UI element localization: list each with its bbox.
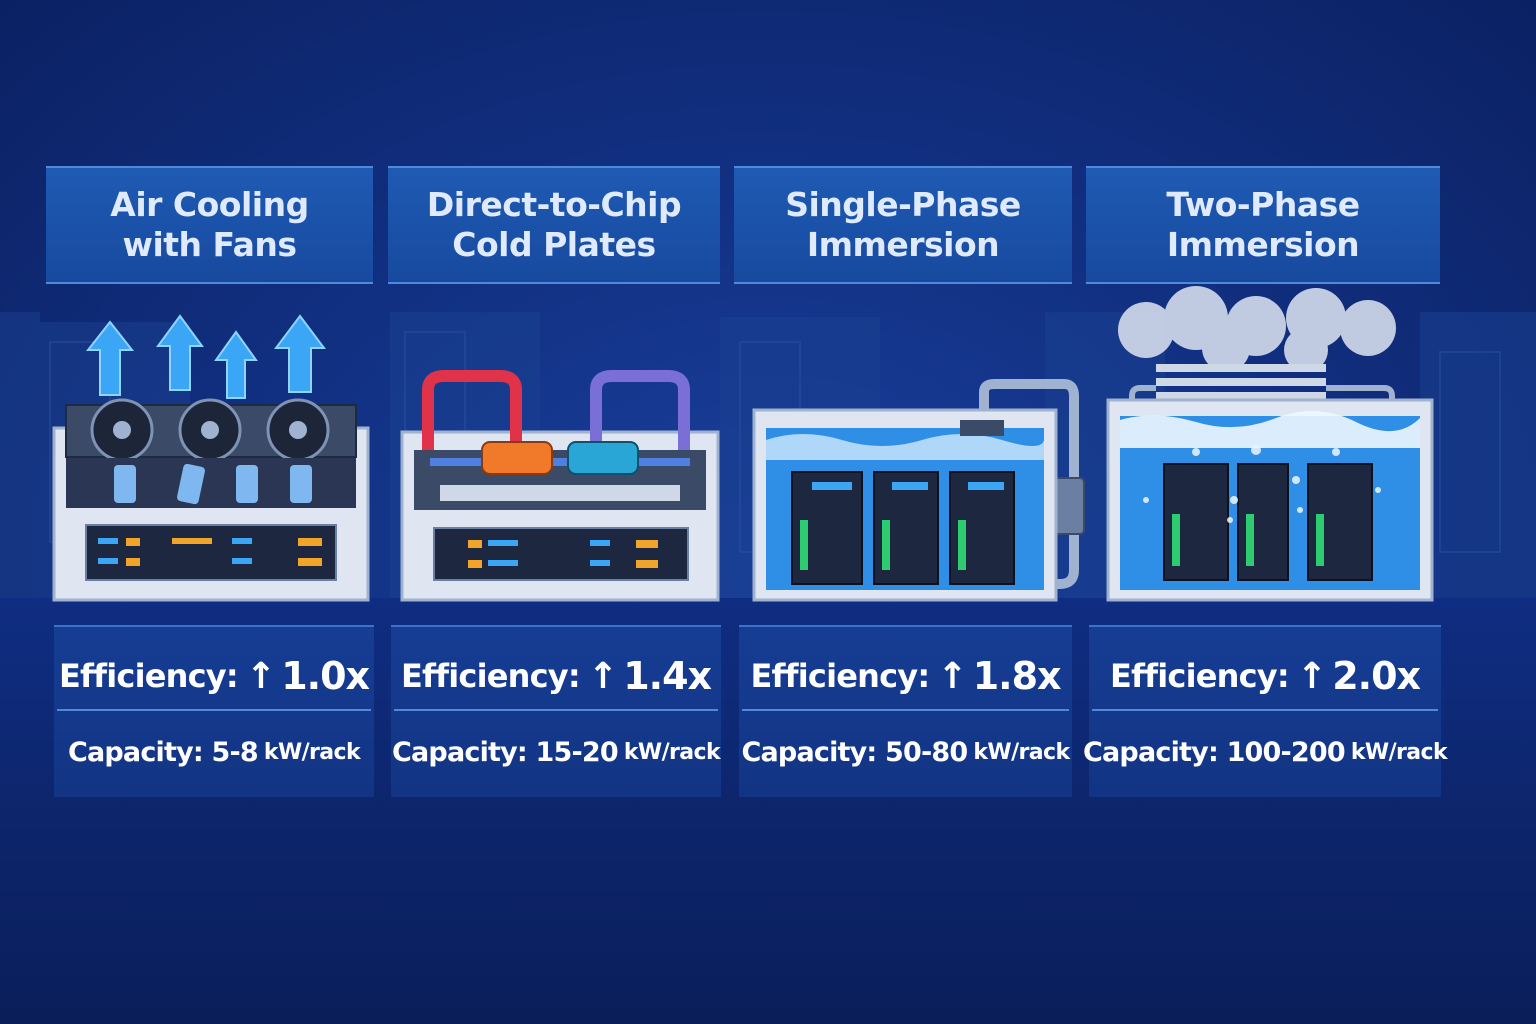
capacity-label: Capacity: [1083, 736, 1219, 768]
cold-plate-icon [481, 441, 639, 475]
efficiency-label: Efficiency: [1109, 657, 1290, 695]
cold-plate-illustration [400, 300, 720, 610]
capacity-unit: kW/rack [1350, 739, 1448, 765]
method-title-direct-to-chip: Direct-to-Chip Cold Plates [388, 166, 720, 284]
capacity-label: Capacity: [391, 736, 528, 768]
efficiency-row: Efficiency: ↑ 1.4x [391, 645, 721, 707]
single-phase-illustration [752, 300, 1097, 610]
capacity-label: Capacity: [67, 736, 204, 768]
capacity-value: 15-20 [535, 736, 619, 768]
capacity-value: 50-80 [885, 736, 968, 768]
server-blade-icon [791, 471, 1015, 585]
efficiency-row: Efficiency: ↑ 1.8x [739, 645, 1072, 707]
air-cooling-illustration [52, 300, 370, 610]
efficiency-value: 1.0x [281, 654, 370, 698]
fan-icon [90, 398, 330, 462]
coolant-pipe-icon [979, 379, 1079, 589]
up-arrow-icon: ↑ [1296, 655, 1327, 697]
method-title-two-phase: Two-Phase Immersion [1086, 166, 1440, 284]
capacity-unit: kW/rack [263, 739, 361, 765]
coolant-pipe-icon [422, 370, 690, 456]
divider [394, 709, 718, 711]
efficiency-label: Efficiency: [750, 657, 930, 695]
capacity-value: 100-200 [1226, 736, 1346, 768]
efficiency-row: Efficiency: ↑ 2.0x [1089, 645, 1441, 707]
efficiency-label: Efficiency: [58, 657, 239, 695]
efficiency-label: Efficiency: [400, 657, 581, 695]
divider [57, 709, 371, 711]
divider [742, 709, 1069, 711]
method-title-single-phase: Single-Phase Immersion [734, 166, 1072, 284]
up-arrow-icon: ↑ [937, 655, 967, 697]
server-blade-icon [1163, 463, 1373, 581]
capacity-label: Capacity: [741, 736, 877, 768]
vapor-cloud-icon [1118, 286, 1396, 372]
capacity-unit: kW/rack [623, 739, 721, 765]
efficiency-value: 2.0x [1332, 654, 1421, 698]
up-arrow-icon: ↑ [587, 655, 618, 697]
efficiency-value: 1.4x [623, 654, 712, 698]
efficiency-value: 1.8x [972, 654, 1062, 698]
divider [1092, 709, 1438, 711]
two-phase-illustration [1106, 286, 1434, 610]
up-arrow-icon: ↑ [245, 655, 276, 697]
method-title-air-cooling: Air Cooling with Fans [46, 166, 373, 284]
capacity-value: 5-8 [211, 736, 259, 768]
efficiency-row: Efficiency: ↑ 1.0x [54, 645, 374, 707]
capacity-unit: kW/rack [973, 739, 1070, 765]
airflow-arrow-icon [85, 314, 326, 399]
